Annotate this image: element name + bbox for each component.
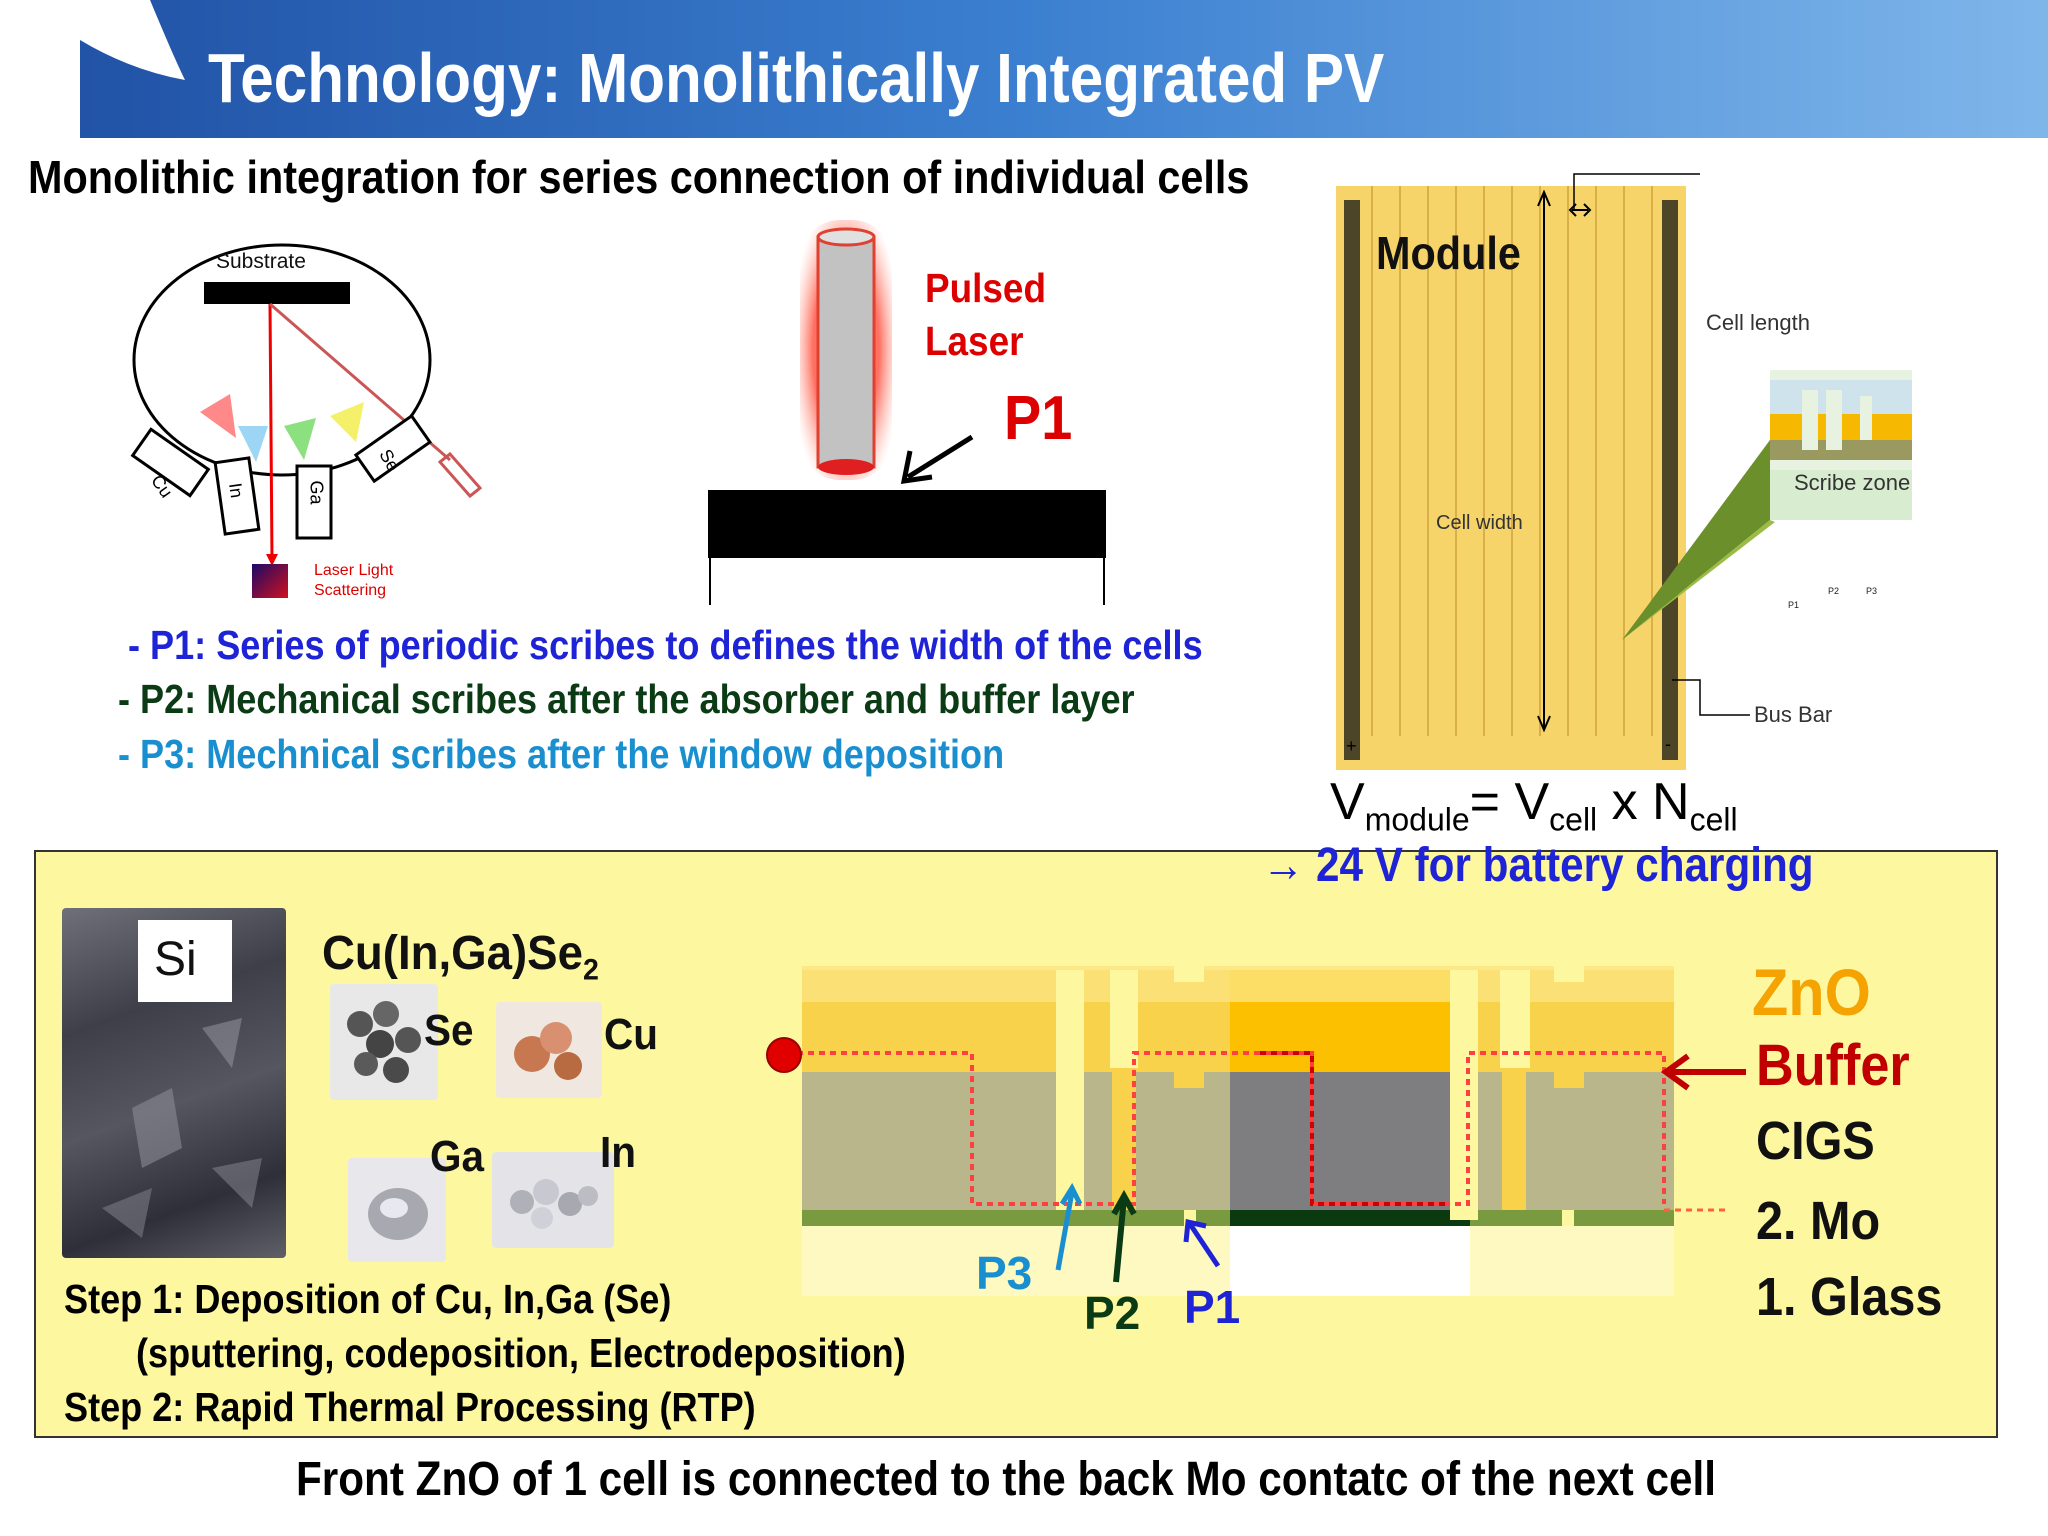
element-label-ga: Ga xyxy=(430,1132,485,1181)
layer-label-buffer: Buffer xyxy=(1756,1033,1910,1098)
gallium-photo xyxy=(348,1158,446,1262)
module-svg xyxy=(1336,173,1912,772)
laser-tube xyxy=(816,235,876,469)
detector-label-1: Laser Light xyxy=(314,562,394,579)
p3-scribe xyxy=(1056,970,1084,1210)
pulsed-label: Pulsed xyxy=(925,265,1046,311)
header-background xyxy=(0,0,2048,138)
page-title: Technology: Monolithically Integrated PV xyxy=(208,39,1385,117)
footer-text: Front ZnO of 1 cell is connected to the … xyxy=(296,1453,1716,1506)
battery-note: → 24 V for battery charging xyxy=(1262,839,1814,892)
silicon-texture xyxy=(102,1018,262,1238)
substrate-block xyxy=(708,490,1106,558)
inset-p1: P1 xyxy=(1788,600,1800,610)
minus-terminal: - xyxy=(1665,734,1671,754)
cell-width-label: Cell width xyxy=(1436,512,1523,534)
module-diagram: Module Cell length Cell width Scribe zon… xyxy=(1320,150,2020,772)
scribe-label-p2: P2 xyxy=(1084,1287,1141,1339)
indium-photo xyxy=(492,1152,614,1248)
layer-label-cigs: CIGS xyxy=(1756,1111,1875,1171)
header-bar: Technology: Monolithically Integrated PV xyxy=(0,0,2048,138)
si-label: Si xyxy=(154,933,197,986)
element-label-in: In xyxy=(600,1128,636,1177)
deposition-chamber-diagram: Substrate Cu In Ga Se Laser Light Scatte… xyxy=(120,230,483,610)
source-label-ga: Ga xyxy=(306,480,327,505)
zoom-wedge xyxy=(1622,440,1770,640)
arrow-icon xyxy=(900,450,933,484)
element-label-cu: Cu xyxy=(604,1010,658,1059)
voltage-formula: Vmodule= Vcell x Ncell xyxy=(1330,773,1738,838)
bullet-p1: - P1: Series of periodic scribes to defi… xyxy=(128,622,1203,668)
step-2: Step 2: Rapid Thermal Processing (RTP) xyxy=(64,1384,756,1430)
selenium-photo xyxy=(330,984,438,1100)
substrate-label: Substrate xyxy=(216,250,306,273)
source-label-in: In xyxy=(225,481,247,500)
scribe-zone-label: Scribe zone xyxy=(1794,470,1911,495)
si-label-box xyxy=(138,920,232,1002)
bus-bar-right xyxy=(1662,200,1678,760)
layer-label-glass: 1. Glass xyxy=(1756,1267,1943,1327)
cigs-formula: Cu(In,Ga)Se2 xyxy=(322,927,599,987)
scribe-label-p3: P3 xyxy=(976,1247,1033,1299)
step-1: Step 1: Deposition of Cu, In,Ga (Se) xyxy=(64,1276,672,1322)
p1-laser-label: P1 xyxy=(1004,384,1073,453)
subtitle: Monolithic integration for series connec… xyxy=(28,151,1250,203)
header-swoosh-icon xyxy=(80,0,185,80)
contact-dot xyxy=(766,1037,802,1073)
detector-icon xyxy=(252,564,288,598)
inset-p2: P2 xyxy=(1828,586,1840,596)
laser-svg xyxy=(708,220,1106,605)
laser-label: Laser xyxy=(925,318,1024,364)
step-1-methods: (sputtering, codeposition, Electrodeposi… xyxy=(136,1330,906,1376)
element-label-se: Se xyxy=(424,1006,474,1055)
cross-section-svg xyxy=(766,966,1746,1296)
layer-label-mo: 2. Mo xyxy=(1756,1191,1881,1251)
bullet-p3: - P3: Mechnical scribes after the window… xyxy=(118,731,1005,777)
scribe-label-p1: P1 xyxy=(1184,1281,1241,1333)
module-label: Module xyxy=(1376,227,1521,279)
layer-label-zno: ZnO xyxy=(1752,955,1871,1029)
substrate xyxy=(204,282,350,304)
bus-bar-label: Bus Bar xyxy=(1754,702,1833,727)
detector-label-2: Scattering xyxy=(314,582,387,599)
laser-diagram: Pulsed Laser P1 xyxy=(700,215,1120,605)
laser-emitter xyxy=(437,451,483,499)
copper-photo xyxy=(496,1002,602,1098)
bus-bar-left xyxy=(1344,200,1360,760)
inset-p3: P3 xyxy=(1866,586,1878,596)
cell-length-label: Cell length xyxy=(1706,310,1810,335)
cross-section-diagram xyxy=(760,930,1780,1310)
chamber-svg xyxy=(130,243,483,598)
plus-terminal: + xyxy=(1346,736,1357,756)
bullet-p2: - P2: Mechanical scribes after the absor… xyxy=(118,676,1135,722)
